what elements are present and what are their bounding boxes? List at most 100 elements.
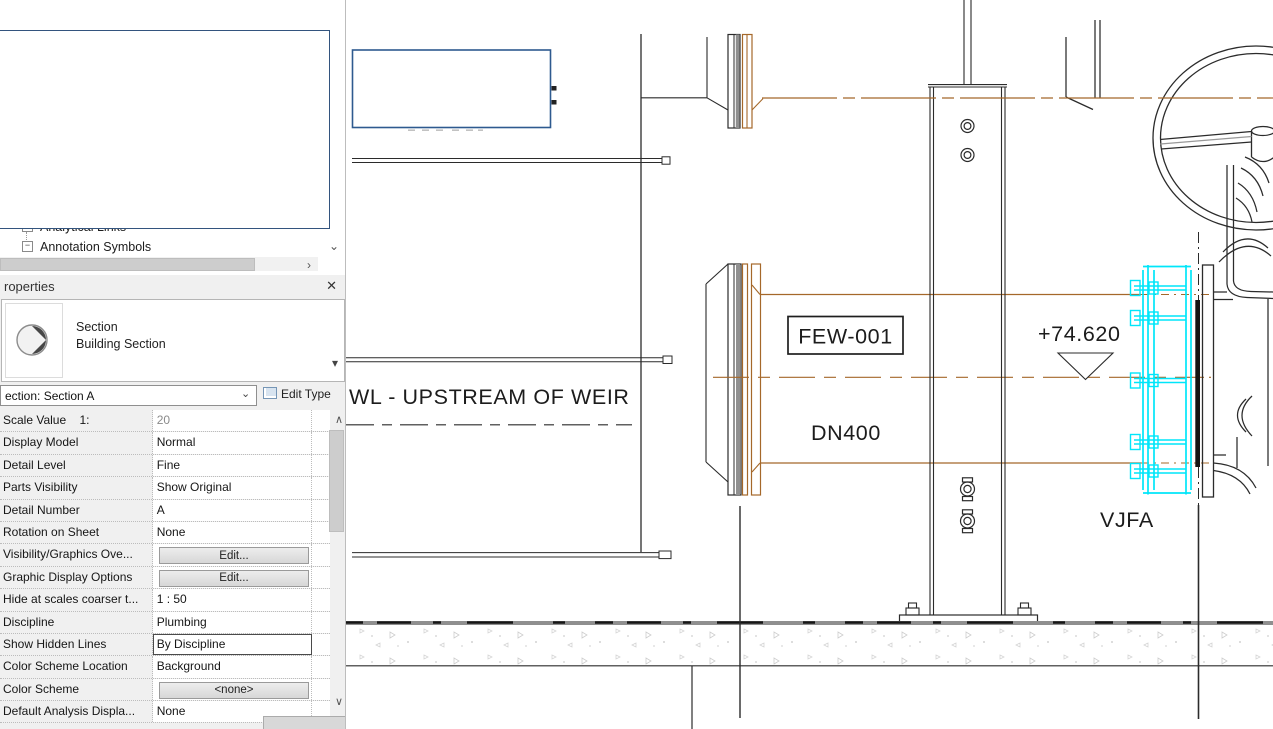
properties-header: roperties ✕ — [0, 275, 345, 299]
property-value[interactable]: A — [152, 499, 313, 521]
hscrollbar-thumb[interactable] — [0, 258, 255, 271]
property-value[interactable]: 20 — [152, 410, 313, 432]
valve-handwheel — [1152, 45, 1273, 231]
instance-selector[interactable]: ection: Section A — [0, 385, 257, 406]
weir-wall — [640, 34, 729, 552]
joint-tag-label[interactable]: VJFA — [1100, 508, 1154, 532]
chevron-down-icon[interactable]: ⌄ — [329, 239, 340, 253]
vscrollbar-thumb[interactable] — [329, 430, 344, 532]
anchor-bolts — [905, 602, 1032, 616]
tree-item-label[interactable]: Annotation Symbols — [40, 240, 152, 254]
instance-selector-value: ection: Section A — [5, 389, 95, 403]
property-label: Visibility/Graphics Ove... — [0, 544, 153, 566]
elevation-label[interactable]: +74.620 — [1038, 322, 1121, 346]
property-label: Color Scheme Location — [0, 656, 153, 678]
elevation-marker[interactable] — [1056, 352, 1115, 381]
pipe-size-label[interactable]: DN400 — [811, 421, 881, 445]
property-value[interactable]: <none> — [152, 678, 313, 701]
property-label: Color Scheme — [0, 678, 153, 701]
property-label: Default Analysis Displa... — [0, 701, 153, 723]
grid-spare-column — [312, 432, 330, 454]
support-column[interactable] — [898, 0, 1039, 624]
property-value[interactable]: Background — [152, 656, 313, 678]
valve[interactable] — [1065, 20, 1273, 505]
property-value[interactable]: Fine — [152, 454, 313, 477]
grid-spare-column — [312, 678, 330, 701]
valve-body — [1065, 20, 1273, 495]
edit-type-icon — [263, 387, 277, 399]
close-icon[interactable]: ✕ — [326, 278, 337, 293]
grid-spare-column — [312, 633, 330, 656]
grid-spare-column — [312, 566, 330, 589]
grid-spare-column — [312, 544, 330, 566]
property-row: Color Scheme <none> — [0, 678, 330, 702]
property-value[interactable]: Normal — [152, 432, 313, 454]
property-row: Scale Value 1:20 — [0, 410, 330, 433]
property-label: Detail Number — [0, 499, 153, 521]
valve-tag-box[interactable]: FEW-001 — [787, 315, 904, 355]
property-edit-button[interactable]: Edit... — [159, 547, 309, 565]
property-value[interactable]: Plumbing — [152, 611, 313, 633]
grid-lines — [691, 505, 1200, 729]
property-value[interactable]: 1 : 50 — [152, 589, 313, 611]
property-row: Hide at scales coarser t...1 : 50 — [0, 589, 330, 612]
dismantling-joint-selected[interactable] — [1129, 265, 1192, 495]
edit-type-label: Edit Type — [281, 387, 331, 401]
grid-spare-column — [312, 656, 330, 678]
valve-tag-label[interactable]: FEW-001 — [798, 325, 893, 349]
scroll-down-icon[interactable]: ∨ — [334, 696, 343, 708]
annotation-box[interactable] — [351, 49, 557, 131]
floating-edit-box — [0, 30, 330, 229]
tree-collapse-icon[interactable]: − — [22, 241, 33, 252]
property-edit-button[interactable]: Edit... — [159, 569, 309, 587]
type-selector[interactable]: Section Building Section ▾ — [1, 299, 345, 382]
caret-down-icon[interactable]: ▾ — [331, 356, 338, 370]
property-row: Graphic Display Options Edit... — [0, 566, 330, 590]
chevron-down-icon[interactable]: ⌄ — [241, 388, 251, 400]
tree-connector — [26, 232, 28, 248]
type-family: Building Section — [76, 337, 166, 351]
property-value[interactable]: None — [152, 521, 313, 544]
grid-spare-column — [312, 521, 330, 544]
tiny-dimension-marks — [408, 129, 483, 131]
grid-spare-column — [312, 499, 330, 521]
upper-pipe-flange[interactable] — [727, 33, 764, 129]
grid-spare-column — [312, 477, 330, 499]
property-value[interactable]: By Discipline — [152, 633, 313, 656]
property-label: Display Model — [0, 432, 153, 454]
property-label: Parts Visibility — [0, 477, 153, 499]
project-browser: + Analytical Links − Annotation Symbols … — [0, 0, 345, 275]
properties-title: roperties — [4, 279, 55, 294]
scroll-up-icon[interactable]: ∧ — [334, 414, 343, 426]
property-label: Discipline — [0, 611, 153, 633]
browser-hscrollbar[interactable] — [0, 257, 318, 271]
grid-spare-column — [312, 589, 330, 611]
property-label: Scale Value 1: — [0, 410, 153, 432]
main-pipe[interactable] — [713, 293, 1214, 464]
drawing-canvas[interactable]: FEW-001 WL - UPSTREAM OF WEIR DN400 +74.… — [346, 0, 1273, 729]
edit-type-button[interactable]: Edit Type — [263, 387, 331, 401]
property-label: Graphic Display Options — [0, 566, 153, 589]
property-value[interactable]: Edit... — [152, 544, 313, 566]
main-pipe-flange[interactable] — [727, 263, 762, 496]
panel-splitter[interactable] — [345, 0, 346, 729]
property-value[interactable]: Edit... — [152, 566, 313, 589]
property-edit-button[interactable]: <none> — [159, 681, 309, 699]
property-label: Detail Level — [0, 454, 153, 477]
properties-palette: roperties ✕ Section Building Section ▾ e… — [0, 275, 345, 729]
water-level-label[interactable]: WL - UPSTREAM OF WEIR — [349, 385, 630, 409]
property-value[interactable]: Show Original — [152, 477, 313, 499]
grid-spare-column — [312, 611, 330, 633]
property-row: Visibility/Graphics Ove... Edit... — [0, 544, 330, 567]
type-name: Section — [76, 320, 118, 334]
property-label: Hide at scales coarser t... — [0, 589, 153, 611]
chevron-right-icon[interactable]: › — [307, 258, 311, 272]
